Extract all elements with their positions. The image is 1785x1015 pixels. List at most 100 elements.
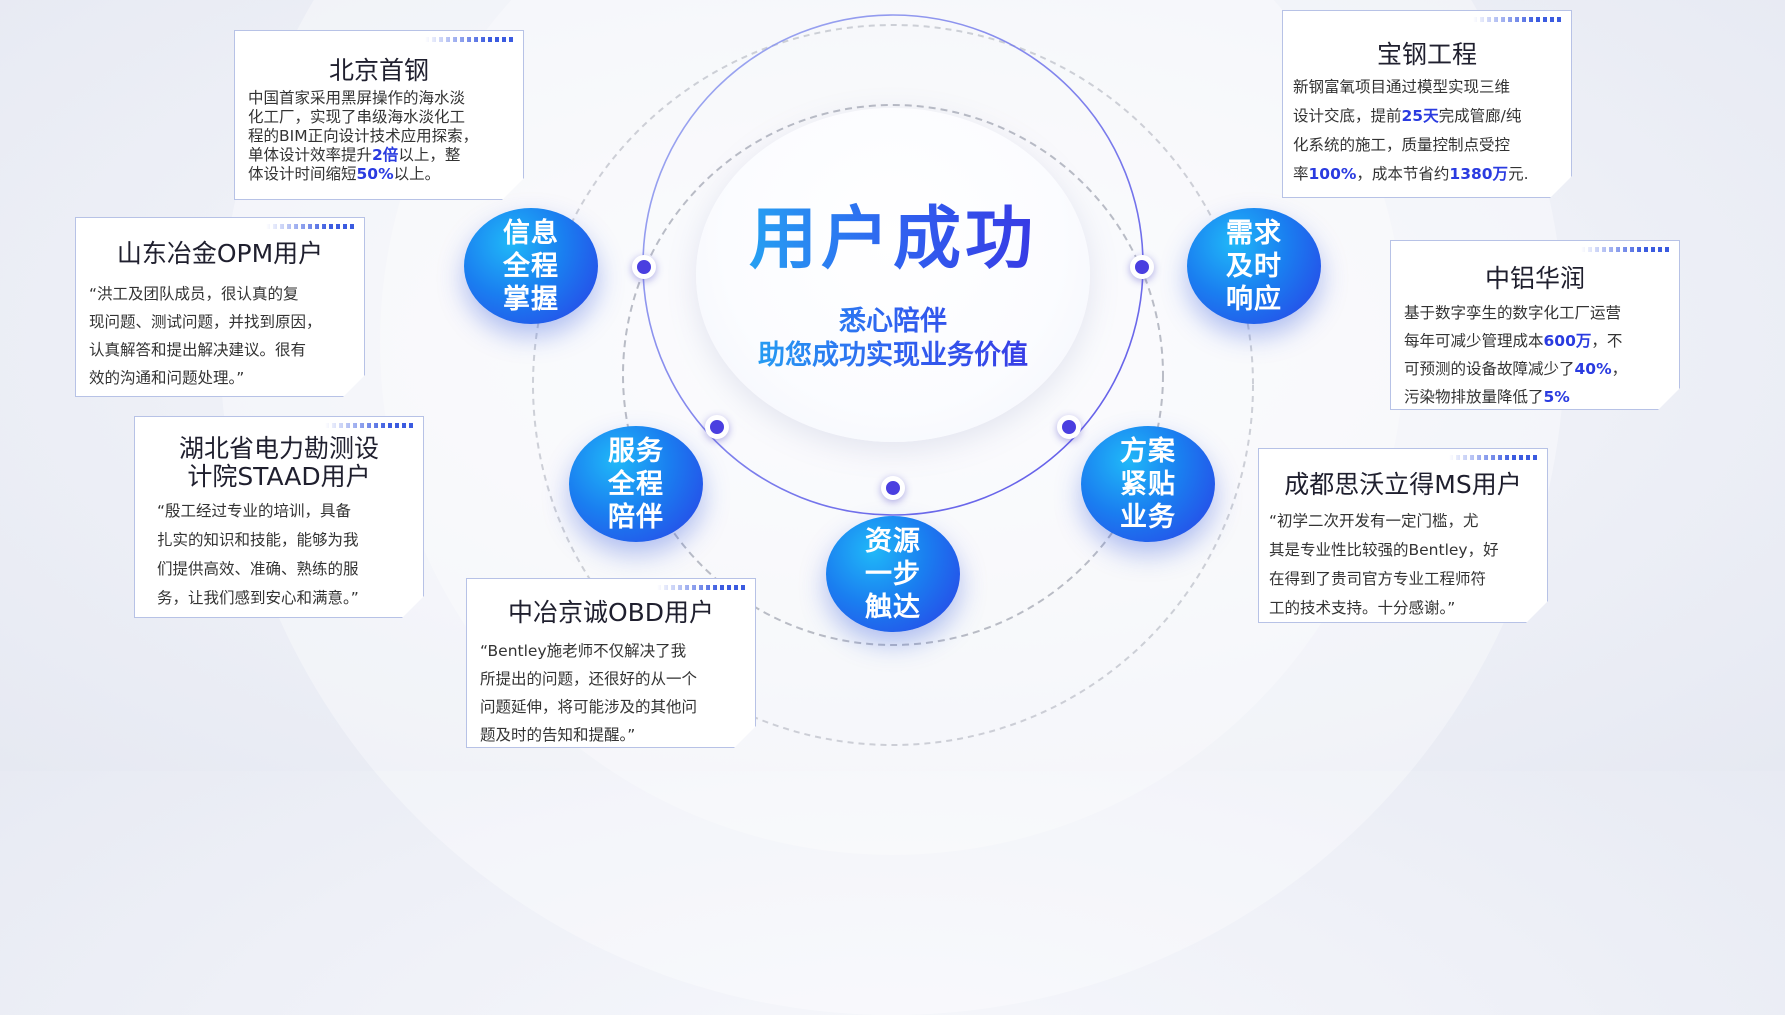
pillar-line: 全程: [503, 250, 559, 282]
pillar-service-circle: 服务全程陪伴: [569, 426, 703, 542]
card-body-line: “初学二次开发有一定门槛，尤: [1269, 512, 1479, 530]
card-body: “Bentley施老师不仅解决了我所提出的问题，还很好的从一个问题延伸，将可能涉…: [480, 637, 697, 749]
mid-dashed-ring: [622, 104, 1164, 646]
card-stripe-decoration: [1581, 247, 1671, 252]
card-body-line: 其是专业性比较强的Bentley，好: [1269, 541, 1499, 559]
pillar-line: 需求: [1226, 217, 1282, 249]
ring-dot: [632, 255, 656, 279]
pillar-line: 响应: [1226, 283, 1282, 315]
card-title: 北京首钢: [328, 56, 429, 85]
center-disc: [696, 108, 1090, 442]
highlight-value: 40%: [1574, 360, 1612, 378]
card-body: “殷工经过专业的培训，具备扎实的知识和技能，能够为我们提供高效、准确、熟练的服务…: [157, 497, 359, 613]
pillar-line: 资源: [865, 525, 921, 557]
card-title: 中铝华润: [1484, 264, 1585, 293]
card-beijing-shougang: 北京首钢 中国首家采用黑屏操作的海水淡化工厂，实现了串级海水淡化工程的BIM正向…: [234, 30, 524, 200]
pillar-line: 业务: [1120, 501, 1176, 533]
card-title: 中冶京诚OBD用户: [507, 598, 715, 627]
card-body-line: 在得到了贵司官方专业工程师符: [1269, 570, 1487, 588]
card-body: 中国首家采用黑屏操作的海水淡化工厂，实现了串级海水淡化工程的BIM正向设计技术应…: [248, 89, 478, 184]
ring-dot: [881, 476, 905, 500]
card-title-line2: 计院STAAD用户: [187, 462, 371, 491]
card-stripe-decoration: [1473, 17, 1563, 22]
card-body: 基于数字孪生的数字化工厂运营每年可减少管理成本600万，不可预测的设备故障减少了…: [1404, 299, 1627, 411]
highlight-value: 2倍: [372, 146, 399, 164]
card-stripe-decoration: [425, 37, 515, 42]
highlight-value: 5%: [1543, 388, 1570, 406]
card-title: 宝钢工程: [1376, 40, 1477, 69]
highlight-value: 100%: [1308, 165, 1357, 183]
pillar-line: 全程: [608, 468, 664, 500]
center-subtitle-line2: 助您成功实现业务价值: [696, 339, 1090, 373]
card-body-line: 们提供高效、准确、熟练的服: [157, 560, 359, 578]
card-body-line: 设计交底，提前25天完成管廊/纯: [1293, 107, 1522, 125]
card-stripe-decoration: [1449, 455, 1539, 460]
center-title: 用户成功: [696, 198, 1090, 282]
card-chengdu-siwolide: 成都思沃立得MS用户 “初学二次开发有一定门槛，尤其是专业性比较强的Bentle…: [1258, 448, 1548, 623]
highlight-value: 50%: [356, 165, 394, 183]
pillar-demand-label: 需求及时响应: [1218, 217, 1290, 316]
highlight-value: 600万: [1543, 332, 1592, 350]
card-body-line: 可预测的设备故障减少了40%，: [1404, 360, 1628, 378]
pillar-line: 方案: [1120, 435, 1176, 467]
card-shandong-yejin: 山东冶金OPM用户 “洪工及团队成员，很认真的复现问题、测试问题，并找到原因， 认…: [75, 217, 365, 397]
card-zhonglv-huarun: 中铝华润 基于数字孪生的数字化工厂运营每年可减少管理成本600万，不可预测的设备…: [1390, 240, 1680, 410]
pillar-line: 陪伴: [608, 501, 664, 533]
pillar-resource-circle: 资源一步触达: [826, 516, 960, 632]
ring-dot: [1057, 415, 1081, 439]
card-body-line: 程的BIM正向设计技术应用探索，: [248, 127, 479, 145]
card-stripe-decoration: [325, 423, 415, 428]
card-body: “洪工及团队成员，很认真的复现问题、测试问题，并找到原因， 认真解答和提出解决建议…: [89, 280, 322, 392]
card-body-line: 单体设计效率提升2倍以上，整: [248, 146, 461, 164]
pillar-line: 信息: [503, 217, 559, 249]
card-hubei-power: 湖北省电力勘测设 计院STAAD用户 “殷工经过专业的培训，具备扎实的知识和技能…: [134, 416, 424, 618]
highlight-value: 1380万: [1449, 165, 1509, 183]
card-body-line: 现问题、测试问题，并找到原因，: [89, 313, 322, 331]
card-body-line: 基于数字孪生的数字化工厂运营: [1404, 304, 1622, 322]
card-body-line: 率100%，成本节省约1380万元.: [1293, 165, 1529, 183]
card-stripe-decoration: [266, 224, 356, 229]
card-body-line: 化系统的施工，质量控制点受控: [1293, 136, 1511, 154]
card-body-line: “殷工经过专业的培训，具备: [157, 502, 352, 520]
card-body-line: 效的沟通和问题处理。”: [89, 369, 245, 387]
card-body-line: 务，让我们感到安心和满意。”: [157, 589, 359, 607]
card-body-line: 新钢富氧项目通过模型实现三维: [1293, 78, 1511, 96]
pillar-info-circle: 信息全程掌握: [464, 208, 598, 324]
card-body-line: 体设计时间缩短50%以上。: [248, 165, 441, 183]
card-zhongye-jingcheng: 中冶京诚OBD用户 “Bentley施老师不仅解决了我所提出的问题，还很好的从一…: [466, 578, 756, 748]
pillar-line: 紧贴: [1120, 468, 1176, 500]
highlight-value: 25天: [1401, 107, 1439, 125]
ring-dot: [705, 415, 729, 439]
pillar-service-label: 服务全程陪伴: [600, 435, 672, 534]
card-body: “初学二次开发有一定门槛，尤其是专业性比较强的Bentley，好在得到了贵司官方…: [1269, 507, 1499, 623]
card-body-line: 问题延伸，将可能涉及的其他问: [480, 698, 698, 716]
card-body-line: 化工厂，实现了串级海水淡化工: [248, 108, 466, 126]
card-body: 新钢富氧项目通过模型实现三维设计交底，提前25天完成管廊/纯化系统的施工，质量控…: [1293, 73, 1529, 189]
pillar-solution-label: 方案紧贴业务: [1112, 435, 1184, 534]
pillar-resource-label: 资源一步触达: [857, 525, 929, 624]
card-body-line: 中国首家采用黑屏操作的海水淡: [248, 89, 466, 107]
outer-dashed-ring: [532, 24, 1254, 746]
card-body-line: 工的技术支持。十分感谢。”: [1269, 599, 1456, 617]
pillar-line: 服务: [608, 435, 664, 467]
card-baogang: 宝钢工程 新钢富氧项目通过模型实现三维设计交底，提前25天完成管廊/纯化系统的施…: [1282, 10, 1572, 198]
pillar-line: 一步: [865, 558, 921, 590]
card-body-line: 每年可减少管理成本600万，不: [1404, 332, 1623, 350]
card-body-line: 题及时的告知和提醒。”: [480, 726, 636, 744]
card-title: 成都思沃立得MS用户: [1284, 470, 1522, 499]
card-title: 山东冶金OPM用户: [116, 239, 324, 268]
pillar-info-label: 信息全程掌握: [495, 217, 567, 316]
card-title-line1: 湖北省电力勘测设: [178, 434, 379, 463]
card-body-line: “洪工及团队成员，很认真的复: [89, 285, 299, 303]
ring-dot: [1130, 255, 1154, 279]
pillar-line: 触达: [865, 591, 921, 623]
card-body-line: 污染物排放量降低了5%: [1404, 388, 1570, 406]
pillar-line: 掌握: [503, 283, 559, 315]
pillar-line: 及时: [1226, 250, 1282, 282]
card-body-line: 认真解答和提出解决建议。很有: [89, 341, 307, 359]
pillar-solution-circle: 方案紧贴业务: [1081, 426, 1215, 542]
center-subtitle-line1: 悉心陪伴: [696, 305, 1090, 339]
pillar-demand-circle: 需求及时响应: [1187, 208, 1321, 324]
card-stripe-decoration: [657, 585, 747, 590]
card-body-line: 所提出的问题，还很好的从一个: [480, 670, 698, 688]
